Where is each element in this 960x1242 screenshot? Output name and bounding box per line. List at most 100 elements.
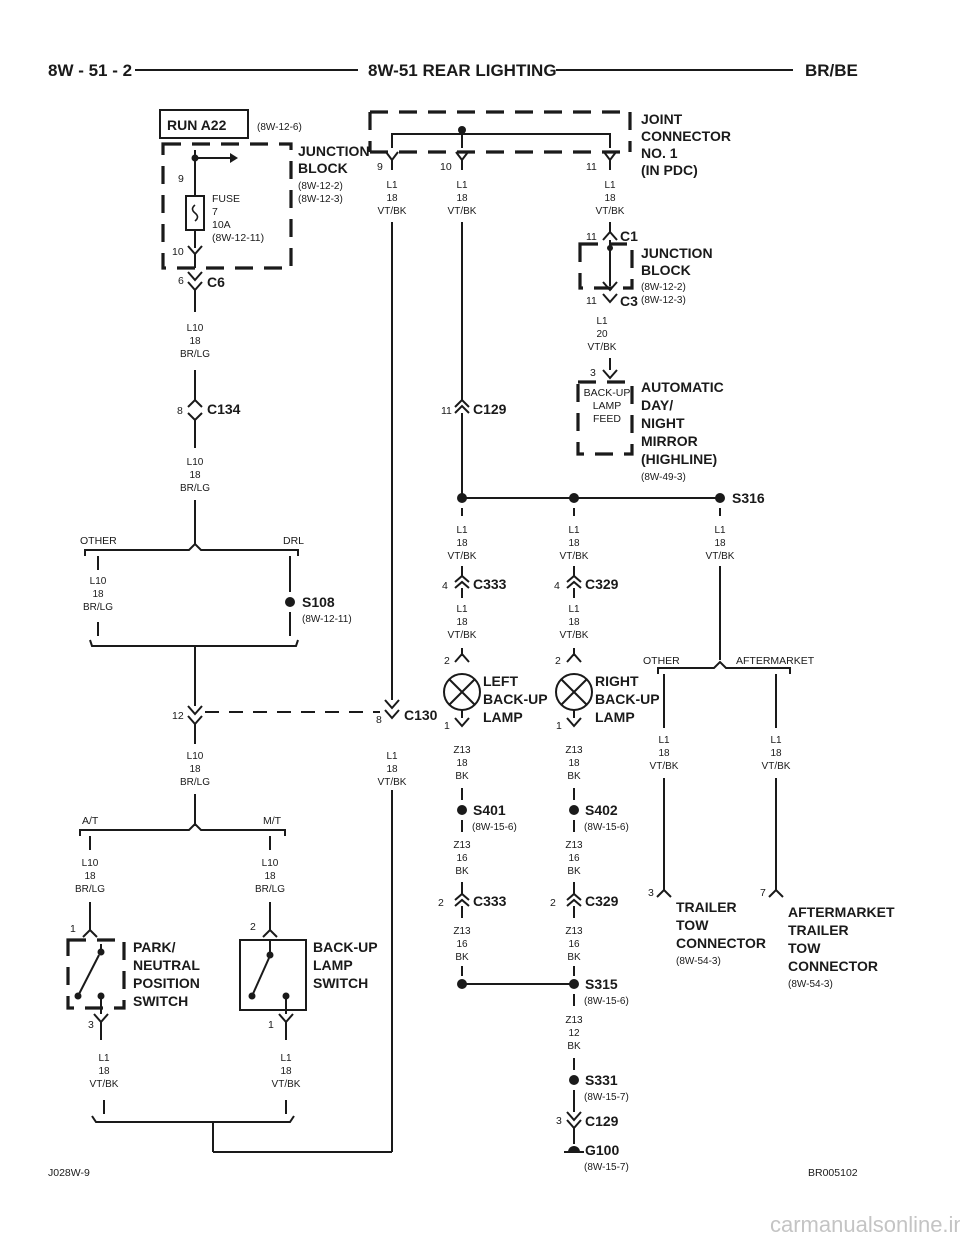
ground-g100: G100 (8W-15-7) <box>564 1142 629 1173</box>
connector-c130-pin12: 12 <box>172 705 203 726</box>
wire-label-l1-trailer: L1 18 VT/BK <box>650 735 679 772</box>
c6-pin: 6 <box>178 275 184 287</box>
backup-lamp-switch: 2 1 BACK-UP LAMP SWITCH <box>239 921 378 1031</box>
splice-s401-label: S401 <box>473 802 506 818</box>
svg-text:VT/BK: VT/BK <box>650 761 679 772</box>
mirror-label-5: (HIGHLINE) <box>641 451 717 467</box>
svg-text:L1: L1 <box>568 525 580 536</box>
svg-text:BR/LG: BR/LG <box>180 483 210 494</box>
trailer-ref: (8W-54-3) <box>676 956 721 967</box>
connector-c329-upper: 4 C329 <box>554 574 619 592</box>
left-lamp-label-1: LEFT <box>483 673 518 689</box>
watermark: carmanualsonline.info <box>770 1212 960 1237</box>
svg-text:L1: L1 <box>386 180 398 191</box>
splice-s316: S316 <box>457 490 765 516</box>
trailer-label-2: TOW <box>676 917 709 933</box>
mirror-label-1: AUTOMATIC <box>641 379 724 395</box>
wire-label-l1-c333: L1 18 VT/BK <box>448 604 477 641</box>
svg-text:BK: BK <box>455 952 469 963</box>
svg-text:18: 18 <box>386 193 398 204</box>
junction-block-2-title-2: BLOCK <box>641 262 691 278</box>
jc-label-4: (IN PDC) <box>641 162 698 178</box>
splice-s315-label: S315 <box>585 976 618 992</box>
wire-label-l1-jc9: L1 18 VT/BK <box>378 180 407 217</box>
svg-text:BK: BK <box>567 771 581 782</box>
auto-dimming-mirror: 3 BACK-UP LAMP FEED AUTOMATIC DAY/ NIGHT… <box>576 367 724 483</box>
svg-text:L1: L1 <box>596 316 608 327</box>
aftermarket-ref: (8W-54-3) <box>788 979 833 990</box>
svg-text:Z13: Z13 <box>453 926 471 937</box>
bus-label-3: SWITCH <box>313 975 368 991</box>
fuse-7: 9 10 FUSE 7 10A (8W-12-11) <box>172 150 264 268</box>
junction-block-2: 11 C1 11 C3 JUNCTION BLOCK (8W-12-2) (8W… <box>578 228 713 309</box>
splice-s108-dot <box>285 597 295 607</box>
c1-label: C1 <box>620 228 638 244</box>
jc-pin-9: 9 <box>377 161 383 173</box>
fuse-ref: (8W-12-11) <box>212 232 264 244</box>
svg-text:VT/BK: VT/BK <box>762 761 791 772</box>
svg-text:BR/LG: BR/LG <box>83 602 113 613</box>
trailer-label-1: TRAILER <box>676 899 737 915</box>
svg-text:VT/BK: VT/BK <box>378 777 407 788</box>
svg-text:VT/BK: VT/BK <box>706 551 735 562</box>
wire-label-l10-5: L10 18 BR/LG <box>75 858 105 895</box>
jc-label-1: JOINT <box>641 111 683 127</box>
svg-text:18: 18 <box>568 617 580 628</box>
pnp-label-4: SWITCH <box>133 993 188 1009</box>
svg-text:VT/BK: VT/BK <box>588 342 617 353</box>
c129-top-pin: 11 <box>441 405 452 417</box>
svg-text:18: 18 <box>604 193 616 204</box>
svg-text:L1: L1 <box>714 525 726 536</box>
bus-label-2: LAMP <box>313 957 353 973</box>
svg-text:VT/BK: VT/BK <box>560 630 589 641</box>
c129-lower-label: C129 <box>585 1113 619 1129</box>
aftermarket-label-2: TRAILER <box>788 922 849 938</box>
svg-text:18: 18 <box>189 470 201 481</box>
svg-text:18: 18 <box>189 336 201 347</box>
aftermarket-label-4: CONNECTOR <box>788 958 878 974</box>
g100-ref: (8W-15-7) <box>584 1162 629 1173</box>
option-other-2: OTHER <box>643 655 680 667</box>
aftermarket-label-3: TOW <box>788 940 821 956</box>
connector-c134: 8 C134 <box>177 398 241 422</box>
svg-text:Z13: Z13 <box>565 840 583 851</box>
svg-text:BK: BK <box>567 866 581 877</box>
splice-s402-label: S402 <box>585 802 618 818</box>
connector-c6: 6 C6 <box>178 271 225 292</box>
svg-text:VT/BK: VT/BK <box>448 206 477 217</box>
c329-upper-pin: 4 <box>554 580 560 592</box>
c333-upper-pin: 4 <box>442 580 448 592</box>
c329-lower-label: C329 <box>585 893 619 909</box>
svg-text:L1: L1 <box>98 1053 110 1064</box>
c3-arrow <box>602 293 618 304</box>
svg-text:L10: L10 <box>187 457 204 468</box>
junction-block-2-ref-2: (8W-12-3) <box>641 295 686 306</box>
right-backup-lamp: 2 1 RIGHT BACK-UP LAMP <box>555 648 660 732</box>
c3-pin: 11 <box>586 295 597 307</box>
c3-label: C3 <box>620 293 638 309</box>
svg-text:Z13: Z13 <box>453 745 471 756</box>
c1-pin: 11 <box>586 231 597 243</box>
trailer-label-3: CONNECTOR <box>676 935 766 951</box>
left-lamp-pin-1: 1 <box>444 720 450 732</box>
svg-text:18: 18 <box>770 748 782 759</box>
c333-lower-pin: 2 <box>438 897 444 909</box>
junction-block-1-ref-1: (8W-12-2) <box>298 181 343 192</box>
option-split-drl: OTHER DRL S108 (8W-12-11) <box>80 535 352 706</box>
junction-block-2-title-1: JUNCTION <box>641 245 713 261</box>
svg-text:L10: L10 <box>90 576 107 587</box>
right-lamp-pin-1: 1 <box>556 720 562 732</box>
svg-text:18: 18 <box>568 758 580 769</box>
pnp-label-2: NEUTRAL <box>133 957 200 973</box>
splice-s316-label: S316 <box>732 490 765 506</box>
run-a22-label: RUN A22 <box>167 117 227 133</box>
mirror-feed-1: BACK-UP <box>584 387 631 399</box>
svg-text:Z13: Z13 <box>565 1015 583 1026</box>
c130-label: C130 <box>404 707 438 723</box>
svg-text:18: 18 <box>456 538 468 549</box>
left-lamp-pin-2: 2 <box>444 655 450 667</box>
svg-text:VT/BK: VT/BK <box>560 551 589 562</box>
switch-output-merge <box>91 790 393 1153</box>
wire-label-l1-bus: L1 18 VT/BK <box>272 1053 301 1090</box>
model-code: BR/BE <box>805 61 858 80</box>
